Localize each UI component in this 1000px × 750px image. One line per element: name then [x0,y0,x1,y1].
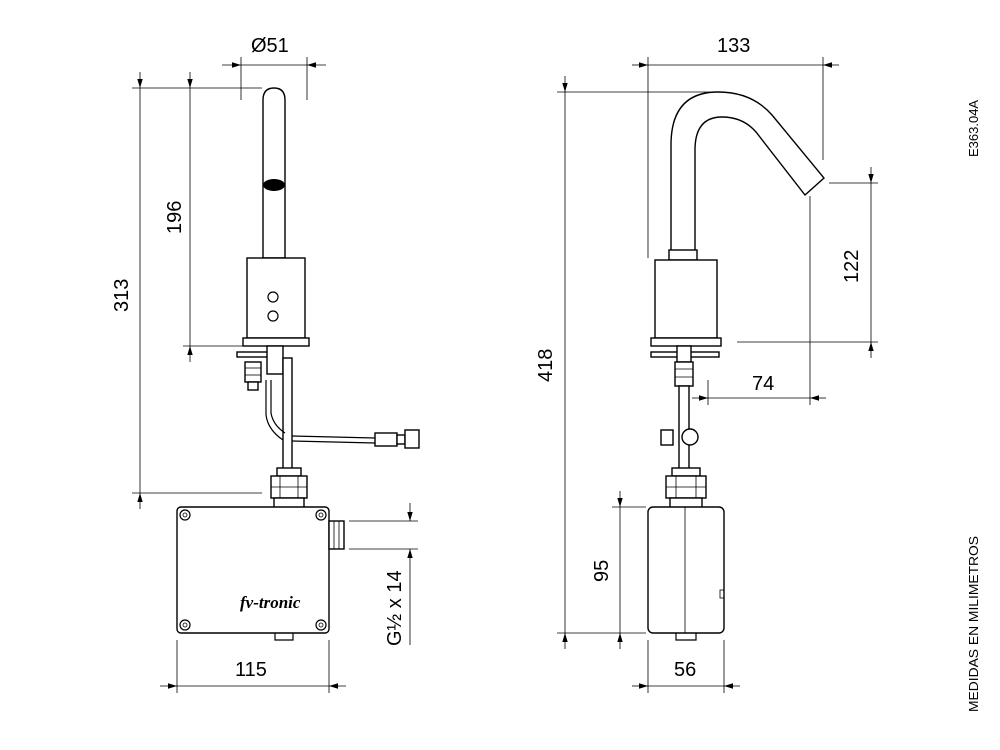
side-cable-connector [681,428,699,446]
brand-logo: fv-tronic [240,593,301,612]
side-flange [650,337,722,347]
dim-connection-thread: G½ x 14 [384,570,406,646]
side-dimensions: 133 418 122 74 95 56 [535,35,878,693]
side-spout [670,91,825,259]
front-cable-connector [374,432,398,447]
front-shank [266,345,284,375]
units-note: MEDIDAS EN MILIMETROS [966,536,981,712]
dim-spout-clearance: 122 [841,250,863,283]
dim-height-front-total: 313 [111,279,133,312]
side-view [647,91,825,641]
dim-box-depth: 56 [674,659,696,681]
dim-spout-projection: 74 [752,373,774,395]
front-dimensions: Ø51 313 196 115 G½ x 14 [111,35,418,693]
dim-box-width: 115 [235,659,267,681]
front-fitting-top [276,467,302,477]
drawing-code: E363.04A [966,100,981,157]
side-base [654,259,718,339]
dim-height-front-spout: 196 [164,201,186,234]
control-box-side [647,506,725,634]
front-spout [262,87,286,259]
side-shank [678,385,690,471]
control-box-front [176,506,330,634]
front-base [246,257,306,339]
dim-spout-diameter: Ø51 [251,35,289,57]
front-supply-pipe [282,357,293,471]
front-flange [242,337,310,347]
dim-box-height: 95 [591,560,613,582]
front-view: fv-tronic [176,87,420,641]
side-nut [674,361,694,387]
control-box-port [328,520,345,550]
front-base-screw-top [267,291,279,303]
dim-height-side-total: 418 [535,349,557,382]
front-nut [244,361,262,383]
dim-reach-top: 133 [717,35,750,57]
front-cable [265,380,284,441]
sensor-window [263,179,285,191]
front-base-screw-bottom [267,310,279,322]
